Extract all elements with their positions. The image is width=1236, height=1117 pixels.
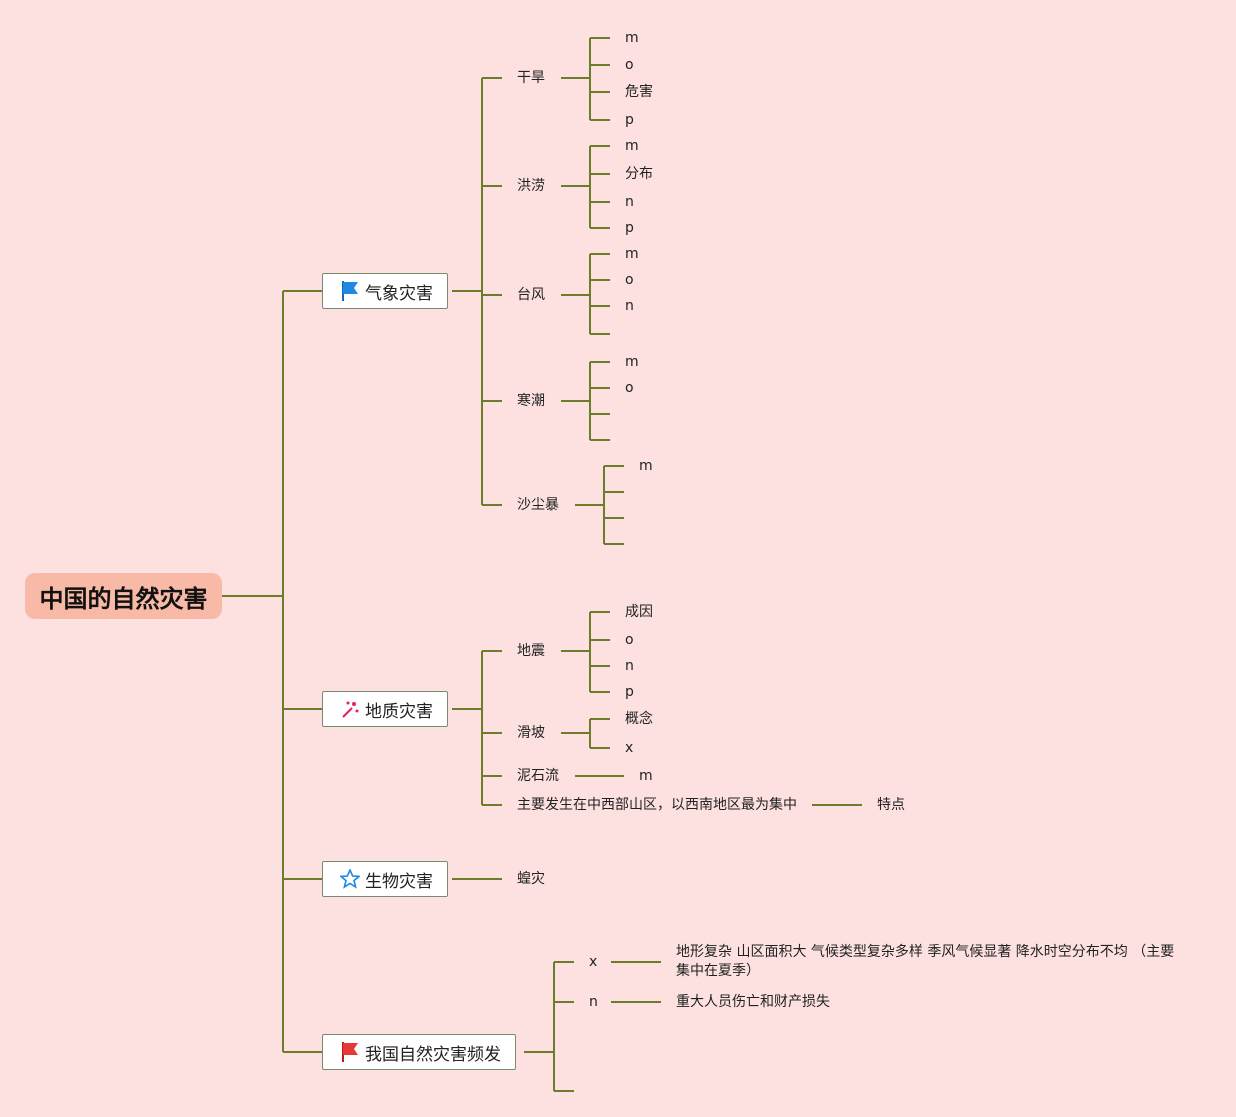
root-topic[interactable]: 中国的自然灾害 — [25, 573, 222, 619]
leaf[interactable]: x — [625, 740, 634, 756]
star-icon — [339, 868, 361, 890]
leaf[interactable]: 概念 — [625, 711, 653, 727]
topic-freq-x[interactable]: x — [589, 954, 598, 970]
branch-label: 地质灾害 — [365, 701, 433, 722]
sparkle-icon — [339, 698, 361, 720]
red-flag-icon — [339, 1041, 361, 1063]
leaf[interactable]: m — [639, 458, 653, 474]
leaf[interactable]: n — [625, 298, 634, 314]
topic-mudflow[interactable]: 泥石流 — [517, 768, 559, 784]
topic-sandstorm[interactable]: 沙尘暴 — [517, 497, 559, 513]
leaf-characteristic[interactable]: 特点 — [877, 797, 905, 813]
branch-frequent[interactable]: 我国自然灾害频发 — [322, 1034, 516, 1070]
freq-effects[interactable]: 重大人员伤亡和财产损失 — [676, 994, 830, 1010]
leaf[interactable]: 成因 — [625, 604, 653, 620]
branch-geological[interactable]: 地质灾害 — [322, 691, 448, 727]
leaf[interactable]: m — [625, 138, 639, 154]
leaf[interactable]: m — [625, 30, 639, 46]
topic-landslide[interactable]: 滑坡 — [517, 725, 545, 741]
leaf[interactable]: m — [639, 768, 653, 784]
leaf[interactable]: p — [625, 220, 634, 236]
branch-label: 我国自然灾害频发 — [365, 1044, 501, 1065]
leaf[interactable]: m — [625, 354, 639, 370]
blue-flag-icon — [339, 280, 361, 302]
topic-cold-wave[interactable]: 寒潮 — [517, 393, 545, 409]
branch-meteorological[interactable]: 气象灾害 — [322, 273, 448, 309]
topic-freq-n[interactable]: n — [589, 994, 598, 1010]
leaf[interactable]: o — [625, 57, 634, 73]
freq-causes[interactable]: 地形复杂 山区面积大 气候类型复杂多样 季风气候显著 降水时空分布不均 （主要集… — [676, 944, 1175, 979]
leaf[interactable]: o — [625, 272, 634, 288]
topic-drought[interactable]: 干旱 — [517, 70, 545, 86]
topic-main-distribution[interactable]: 主要发生在中西部山区，以西南地区最为集中 — [517, 797, 797, 813]
branch-biological[interactable]: 生物灾害 — [322, 861, 448, 897]
leaf[interactable]: 危害 — [625, 84, 653, 100]
topic-earthquake[interactable]: 地震 — [517, 643, 545, 659]
leaf[interactable]: n — [625, 658, 634, 674]
branch-label: 生物灾害 — [365, 871, 433, 892]
topic-typhoon[interactable]: 台风 — [517, 287, 545, 303]
leaf[interactable]: p — [625, 684, 634, 700]
topic-flood[interactable]: 洪涝 — [517, 178, 545, 194]
leaf[interactable]: p — [625, 112, 634, 128]
leaf[interactable]: 分布 — [625, 166, 653, 182]
leaf[interactable]: o — [625, 380, 634, 396]
leaf[interactable]: n — [625, 194, 634, 210]
leaf[interactable]: o — [625, 632, 634, 648]
branch-label: 气象灾害 — [365, 283, 433, 304]
topic-locust[interactable]: 蝗灾 — [517, 871, 545, 887]
leaf[interactable]: m — [625, 246, 639, 262]
